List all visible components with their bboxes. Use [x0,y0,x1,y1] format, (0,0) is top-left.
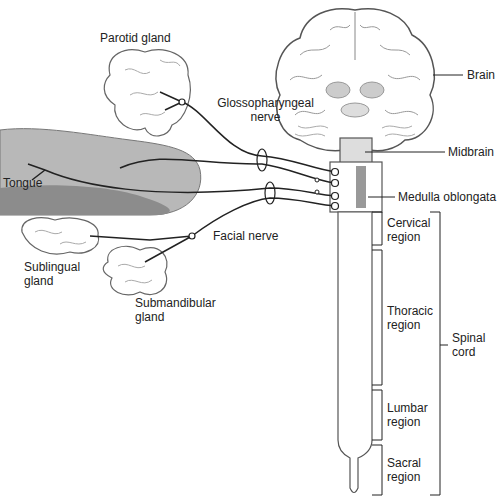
structure-label: Glossopharyngeal nerve [213,96,318,124]
structure-label: Facial nerve [213,229,293,243]
parotid-gland [104,50,190,136]
cerebellum-folia [295,126,415,136]
submandibular-gland [103,246,167,294]
nerve-node [315,190,319,194]
spinal-cord-bracket [430,212,448,495]
medulla-oblongata [330,162,382,212]
structure-label: Parotid gland [100,31,220,45]
sublingual-gland [22,218,99,254]
brain-ventricle [326,82,350,98]
structure-label: Spinal cord [452,331,494,359]
ganglion [189,233,195,239]
tongue [0,129,201,215]
brain-midline [355,12,356,60]
structure-label: Lumbar region [387,401,439,429]
structure-label: Tongue [3,176,53,190]
gland-lobules [118,264,152,283]
structure-label: Midbrain [448,145,500,159]
gland-lobules [35,230,86,244]
nerve-fiber [120,159,335,183]
region-bracket [372,212,382,495]
nucleus [332,193,339,200]
nerve-fiber [90,198,335,262]
structure-label: Medulla oblongata [398,190,500,204]
nerve-bundle-marker [265,182,275,204]
structure-label: Cervical region [387,216,439,244]
structure-label: Sacral region [387,456,439,484]
brain-outline [276,9,434,151]
nucleus [332,180,339,187]
midbrain [340,138,372,164]
leader-line [365,75,463,197]
brain-thalamus [341,103,369,117]
structure-label: Submandibular gland [135,296,221,324]
medulla-nucleus-strip [356,166,366,208]
ganglion [179,99,185,105]
structure-label: Brain [467,68,500,82]
nerve-node [315,178,319,182]
spinal-cord [338,212,372,493]
brain-ventricle [360,82,384,98]
nerve-bundle-marker [257,149,267,171]
structure-label: Sublingual gland [24,260,88,288]
nerve-fiber [28,164,335,196]
nucleus [332,169,339,176]
structure-label: Thoracic region [387,304,439,332]
nucleus [332,203,339,210]
